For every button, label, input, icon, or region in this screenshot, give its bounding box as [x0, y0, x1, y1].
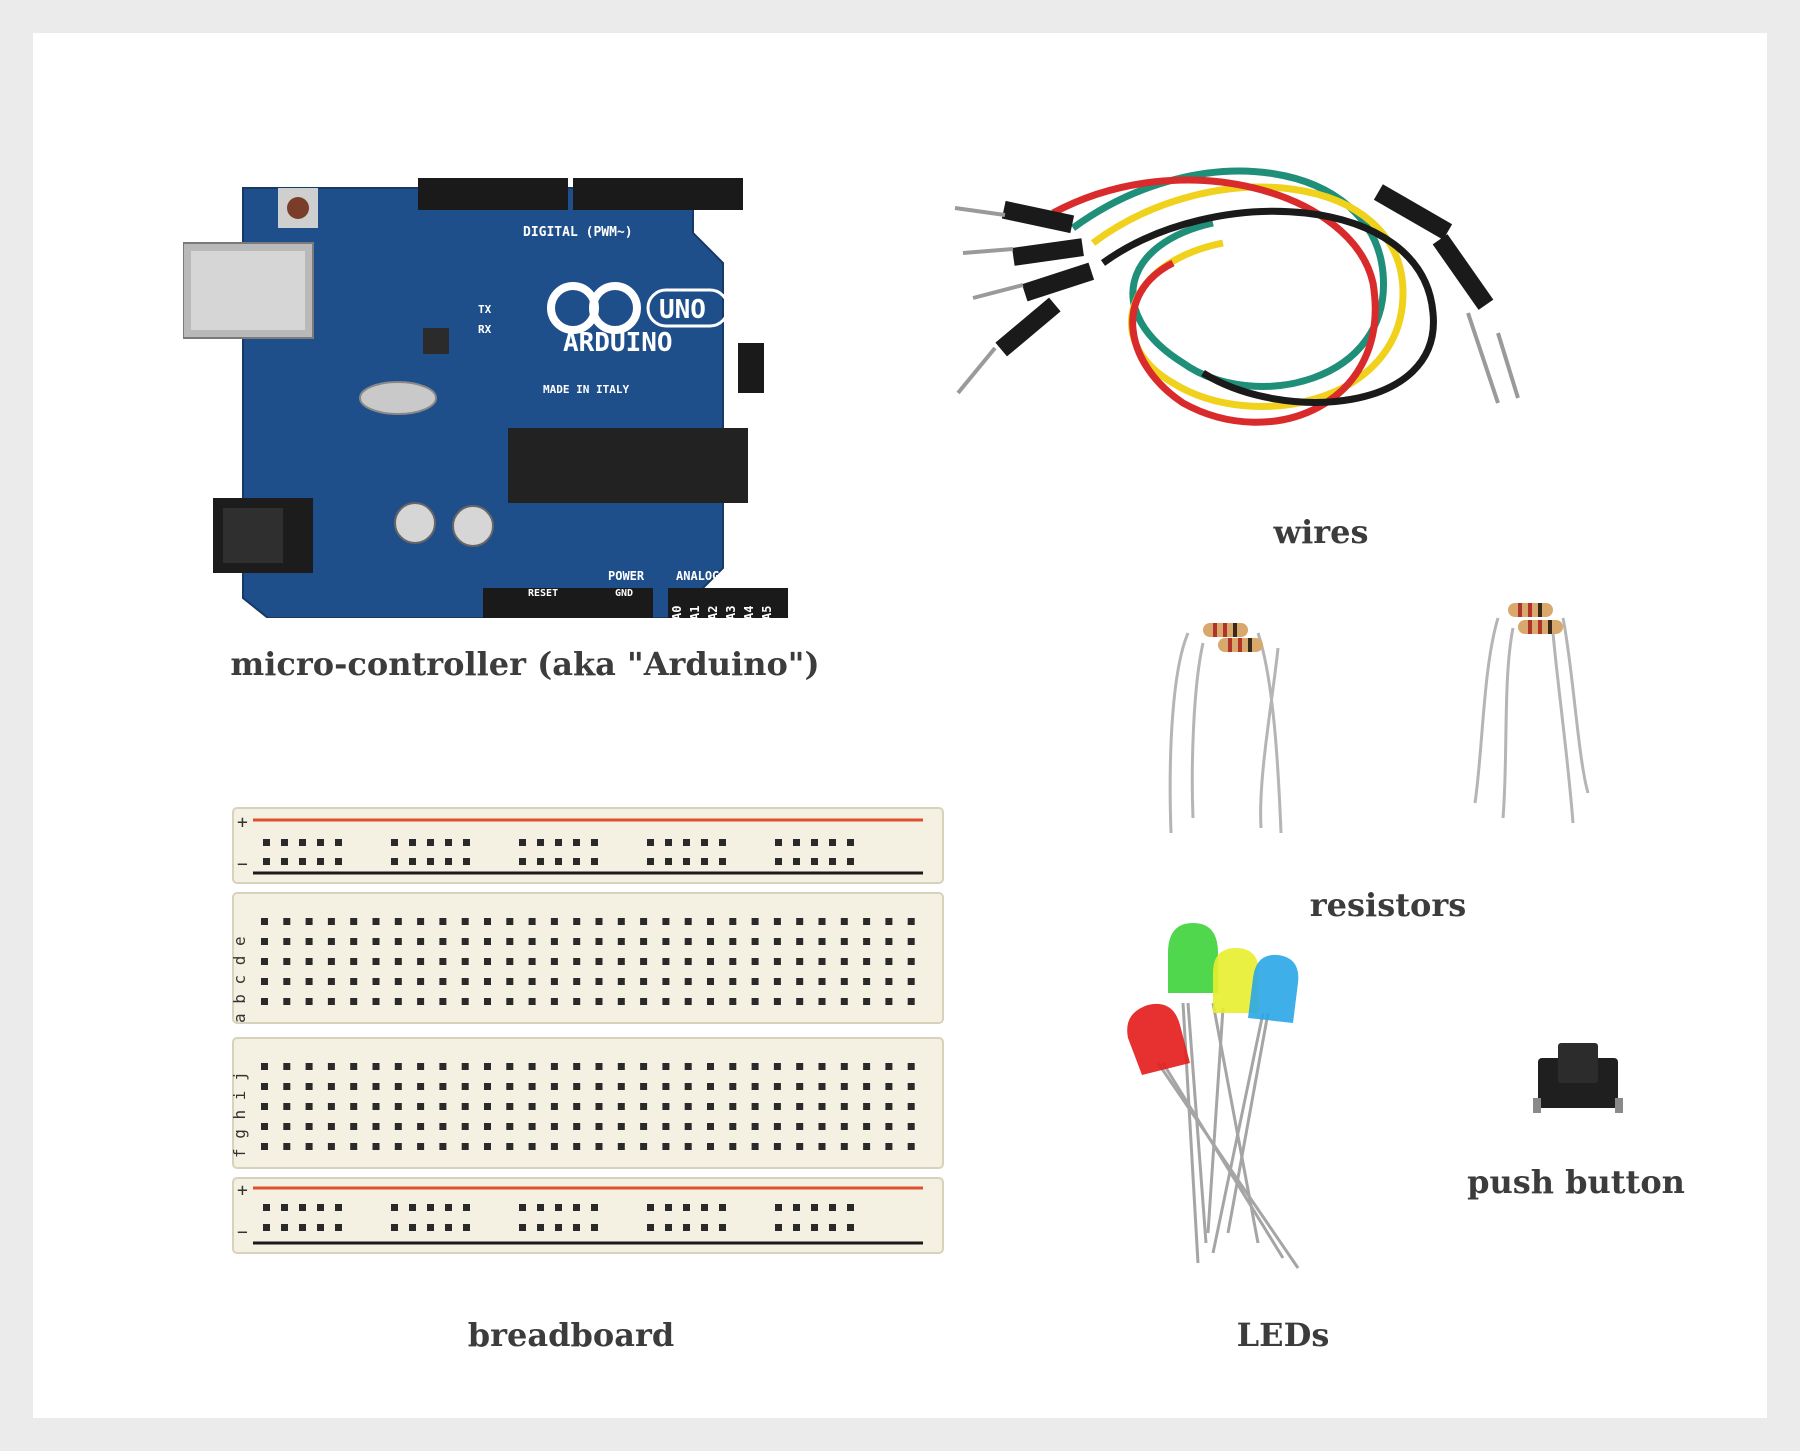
board-icsp-label: ICSP	[738, 335, 762, 346]
leds-image	[1118, 913, 1368, 1273]
arduino-board-image: ARDUINO UNO DIGITAL (PWM~) MADE IN ITALY…	[183, 148, 853, 618]
board-analog-pin-label: A5	[760, 606, 774, 618]
board-analog-label: ANALOG IN	[676, 569, 741, 583]
caption-wires: wires	[1273, 513, 1369, 551]
led-green	[1168, 923, 1218, 993]
breadboard-letters-top: a b c d e	[230, 936, 249, 1023]
breadboard-letters-bottom: f g h i j	[230, 1071, 249, 1158]
led-blue	[1248, 954, 1299, 1023]
board-analog-pin-label: A3	[724, 606, 738, 618]
white-panel: ARDUINO UNO DIGITAL (PWM~) MADE IN ITALY…	[33, 33, 1767, 1418]
board-analog-pin-label: A4	[742, 606, 756, 618]
wires-image	[953, 153, 1573, 453]
breadboard-holes	[261, 839, 915, 1231]
board-made-in-label: MADE IN ITALY	[543, 383, 629, 396]
caption-breadboard: breadboard	[467, 1316, 675, 1354]
board-reset-label: RESET	[528, 588, 558, 599]
board-model: UNO	[659, 295, 706, 325]
resistors-image	[1163, 588, 1613, 848]
caption-leds: LEDs	[1236, 1316, 1330, 1354]
breadboard-plus-top: +	[237, 812, 248, 833]
board-on-label: ON	[738, 308, 751, 321]
board-analog-pin-labels: A0 A1 A2 A3 A4 A5	[670, 606, 774, 618]
resistor-pair-left	[1168, 623, 1283, 834]
board-digital-label: DIGITAL (PWM~)	[523, 225, 633, 240]
led-red	[1127, 1003, 1190, 1075]
led-yellow	[1213, 948, 1259, 1013]
board-analog-pin-label: A0	[670, 606, 684, 618]
board-analog-pin-label: A1	[688, 606, 702, 618]
board-analog-pin-label: A2	[706, 606, 720, 618]
board-gnd-label: GND	[615, 588, 633, 599]
breadboard-image: + − + − a b c d e f g h i j	[223, 778, 973, 1278]
breadboard-plus-bottom: +	[237, 1180, 248, 1201]
breadboard-minus-top: −	[237, 854, 248, 875]
board-power-label: POWER	[608, 569, 645, 583]
resistor-pair-right	[1473, 603, 1590, 824]
caption-resistors: resistors	[1309, 886, 1467, 924]
push-button-image	[1523, 1038, 1633, 1118]
caption-arduino: micro-controller (aka "Arduino")	[230, 645, 820, 683]
board-rx-label: RX	[478, 323, 492, 336]
board-tx-label: TX	[478, 303, 492, 316]
breadboard-minus-bottom: −	[237, 1222, 248, 1243]
caption-push-button: push button	[1467, 1163, 1685, 1201]
